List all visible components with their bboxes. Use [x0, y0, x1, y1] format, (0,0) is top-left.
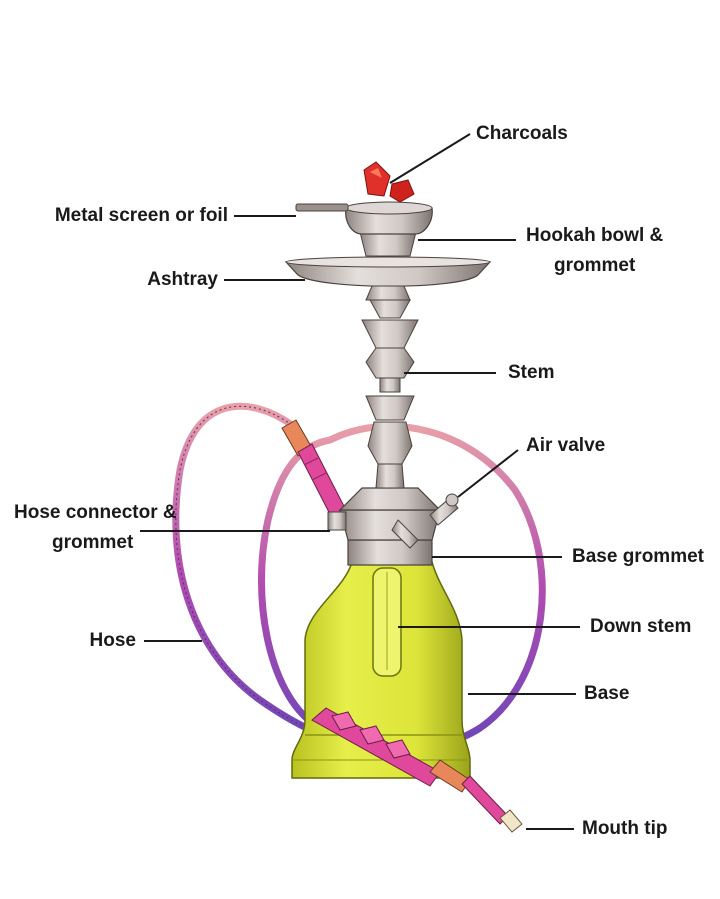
ashtray — [284, 256, 492, 301]
leader-air-valve — [457, 449, 519, 498]
hose-coil-back-outline — [175, 405, 351, 743]
leader-charcoals — [389, 133, 471, 184]
mouth-tip — [499, 809, 523, 833]
label-metal-screen: Metal screen or foil — [54, 205, 228, 226]
label-hookah-bowl-line1: Hookah bowl & — [526, 225, 664, 246]
label-ashtray: Ashtray — [147, 269, 218, 290]
air-valve — [391, 493, 459, 549]
metal-screen — [295, 203, 349, 212]
label-hose-connector-line2: grommet — [52, 532, 134, 553]
label-hookah-bowl-line2: grommet — [554, 255, 636, 276]
label-mouth-tip: Mouth tip — [582, 818, 668, 839]
label-charcoals: Charcoals — [476, 123, 568, 144]
label-down-stem: Down stem — [590, 616, 692, 637]
down-stem — [372, 567, 402, 677]
base-collar — [338, 487, 442, 566]
label-base-grommet: Base grommet — [572, 546, 704, 567]
label-hose: Hose — [89, 630, 136, 651]
stem — [361, 299, 419, 489]
hookah-bowl — [345, 201, 433, 257]
label-stem: Stem — [508, 362, 555, 383]
label-base: Base — [584, 683, 630, 704]
charcoals — [363, 161, 415, 203]
label-hose-connector-line1: Hose connector & — [14, 502, 177, 523]
hose-connector — [327, 511, 347, 531]
label-air-valve: Air valve — [526, 435, 606, 456]
